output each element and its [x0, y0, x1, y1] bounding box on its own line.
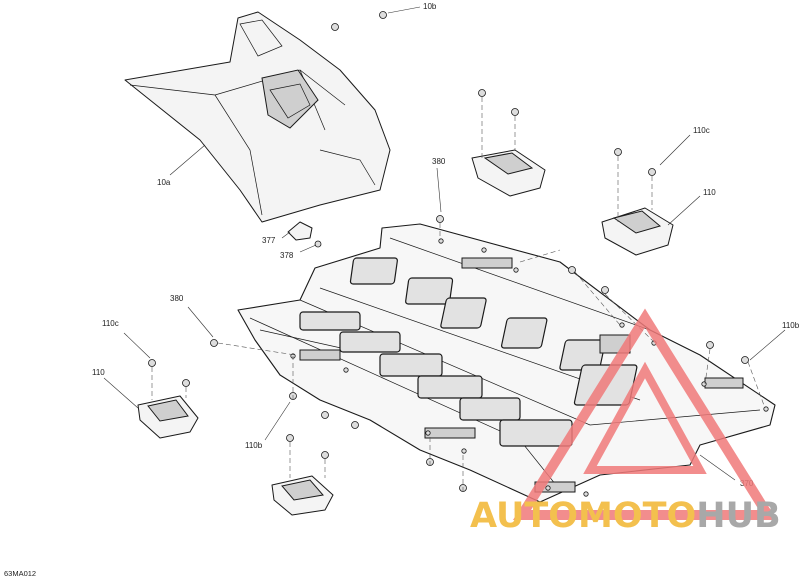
callout-110-right: 110	[703, 188, 716, 197]
skid-plate	[237, 223, 776, 503]
callout-377: 377	[262, 236, 276, 245]
footrest-bracket-top	[471, 149, 546, 197]
callout-380-top: 380	[432, 157, 446, 166]
figure-code: 63MA012	[4, 569, 36, 578]
callout-110-left: 110	[92, 368, 105, 377]
callout-110b-bottom: 110b	[245, 441, 263, 450]
footrest-bracket-right	[601, 207, 674, 256]
callout-380-left: 380	[170, 294, 184, 303]
watermark-text: AUTOMOTOHUB	[470, 496, 781, 536]
front-fender-cover	[124, 11, 391, 223]
callout-110b-right: 110b	[782, 321, 800, 330]
callout-110c-left: 110c	[102, 319, 119, 328]
nut-part	[314, 240, 322, 248]
assembly-lines	[151, 97, 766, 492]
footrest-bracket-left	[137, 395, 199, 439]
callout-378: 378	[280, 251, 294, 260]
footrest-bracket-bottom	[271, 475, 334, 516]
watermark-logo: AUTOMOTOHUB	[470, 308, 781, 536]
callout-110c-right: 110c	[693, 126, 710, 135]
clip-part	[287, 221, 313, 241]
callout-10b-top: 10b	[423, 2, 437, 11]
callout-10a: 10a	[157, 178, 171, 187]
screws	[148, 11, 749, 492]
leader-lines	[103, 6, 786, 481]
